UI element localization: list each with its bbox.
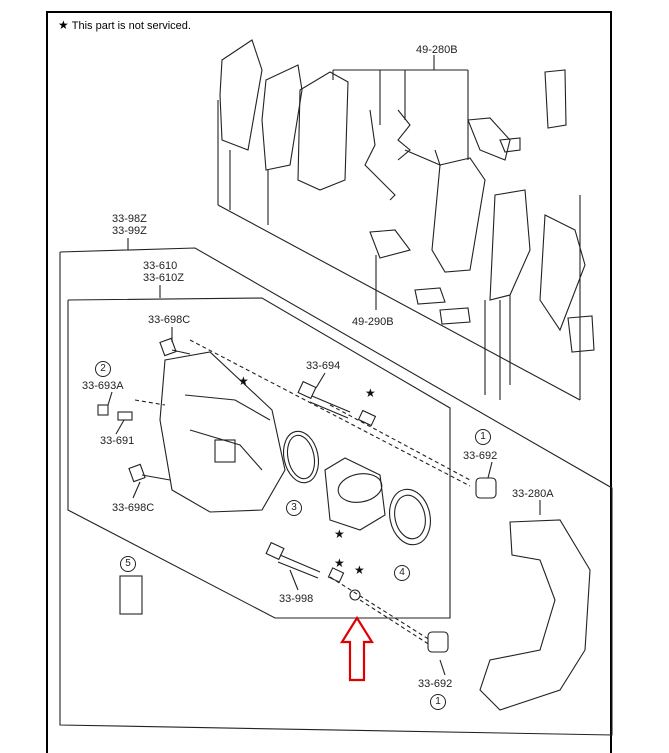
star-icon: ★ bbox=[354, 563, 365, 577]
label-33-610z: 33-610Z bbox=[143, 272, 184, 284]
label-49-290b: 49-290B bbox=[352, 316, 394, 328]
label-33-998: 33-998 bbox=[279, 593, 314, 605]
caliper-bracket-shape bbox=[479, 519, 591, 711]
star-icon: ★ bbox=[334, 556, 345, 570]
label-33-693a: 33-693A bbox=[82, 380, 124, 392]
label-33-692-bottom: 33-692 bbox=[418, 678, 453, 690]
label-33-280a: 33-280A bbox=[512, 488, 554, 500]
label-33-610: 33-610 bbox=[143, 260, 178, 272]
frame-right-border bbox=[610, 11, 612, 753]
caliper-body-outline bbox=[67, 297, 451, 619]
caliper-assembly-outline bbox=[59, 247, 613, 736]
highlight-arrow-icon bbox=[340, 615, 374, 682]
callout-5: 5 bbox=[120, 556, 136, 572]
legend-note: ★This part is not serviced. bbox=[58, 18, 191, 32]
star-icon: ★ bbox=[238, 374, 249, 388]
label-33-698c-top: 33-698C bbox=[148, 314, 191, 326]
star-icon: ★ bbox=[58, 18, 69, 32]
star-icon: ★ bbox=[334, 527, 345, 541]
frame-left-border bbox=[46, 11, 48, 753]
callout-1-bottom: 1 bbox=[430, 694, 446, 710]
label-33-698c-bottom: 33-698C bbox=[112, 502, 155, 514]
caliper-body-shape bbox=[159, 351, 286, 513]
callout-3: 3 bbox=[286, 500, 302, 516]
label-33-691: 33-691 bbox=[100, 435, 135, 447]
frame-top-border bbox=[46, 11, 612, 13]
callout-2: 2 bbox=[95, 361, 111, 377]
callout-1-top: 1 bbox=[475, 429, 491, 445]
legend-note-text: This part is not serviced. bbox=[71, 20, 191, 32]
label-33-99z: 33-99Z bbox=[112, 225, 147, 237]
star-icon: ★ bbox=[365, 386, 376, 400]
label-33-98z: 33-98Z bbox=[112, 213, 147, 225]
callout-4: 4 bbox=[394, 565, 410, 581]
label-33-694: 33-694 bbox=[306, 360, 341, 372]
label-33-692-top: 33-692 bbox=[463, 450, 498, 462]
label-49-280b: 49-280B bbox=[416, 44, 458, 56]
